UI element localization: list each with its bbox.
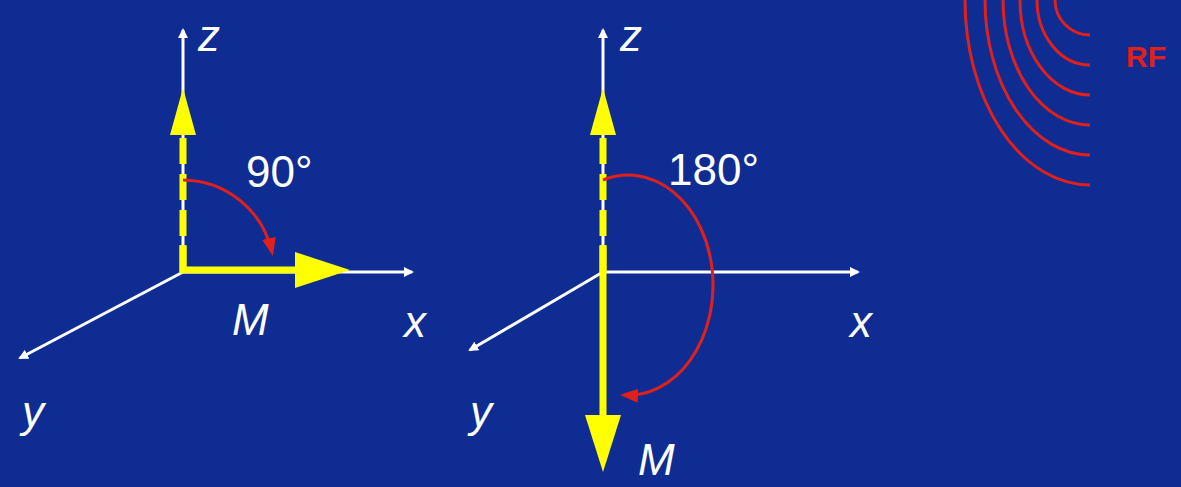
magnetization-head (295, 252, 350, 288)
axis-label: x (850, 300, 872, 344)
vector-label: M (638, 438, 675, 482)
axes-right (470, 30, 858, 350)
rf-waves (965, 0, 1090, 185)
axis-label: x (404, 300, 426, 344)
flip-arc (603, 175, 713, 395)
axis-label: y (470, 390, 492, 434)
axis-label: z (198, 14, 220, 58)
magnetization-vector (180, 267, 300, 274)
axis-label: z (620, 14, 642, 58)
angle-label: 180° (668, 148, 759, 192)
initial-magnetization (180, 122, 187, 272)
vector-label: M (232, 298, 269, 342)
magnetization-head (590, 88, 616, 135)
magnetization-vector (600, 245, 607, 420)
magnetization-head (585, 415, 621, 472)
axes-left (20, 30, 412, 358)
signal-label: RF (1126, 42, 1166, 72)
magnetization-head (170, 88, 196, 135)
axis-label: y (22, 390, 44, 434)
angle-label: 90° (246, 150, 313, 194)
